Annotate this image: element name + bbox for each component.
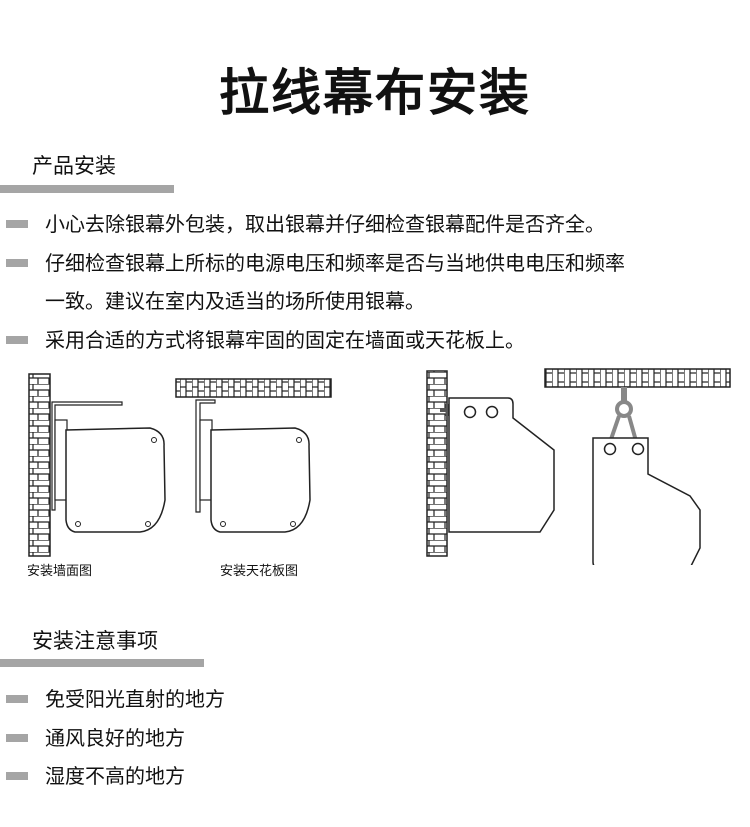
section-heading-notes: 安装注意事项: [32, 629, 158, 653]
ceiling-hook-diagram: [544, 368, 731, 565]
bullet-dash-icon: [6, 734, 28, 742]
screen-housing: [65, 427, 166, 533]
page-title: 拉线幕布安装: [219, 64, 531, 122]
bullet-dash-icon: [6, 695, 28, 703]
ceiling-mount-diagram: [175, 378, 332, 533]
wall-mount-diagram: [28, 373, 166, 557]
mounting-plate: [448, 397, 555, 533]
ceiling-brick: [175, 378, 332, 398]
wall-brick: [426, 370, 448, 557]
installation-diagram: [28, 368, 731, 565]
wall-plate-diagram: [426, 370, 555, 557]
wall-bracket: [51, 401, 123, 511]
bullet-dash-icon: [6, 772, 28, 780]
motor-block: [199, 419, 213, 501]
wall-brick: [28, 373, 51, 557]
bullet-dash-icon: [6, 259, 28, 267]
ceiling-brick: [544, 368, 731, 388]
motor-block: [54, 419, 68, 501]
section-heading-install: 产品安装: [32, 154, 116, 178]
screen-housing: [210, 427, 311, 533]
caption-wall-mount: 安装墙面图: [27, 564, 93, 579]
hanging-plate: [592, 437, 701, 565]
bullet-dash-icon: [6, 220, 28, 228]
section-underline: [0, 185, 174, 193]
section-underline: [0, 659, 204, 667]
bullet-dash-icon: [6, 336, 28, 344]
hook-ring-icon: [615, 400, 633, 418]
caption-ceiling-mount: 安装天花板图: [220, 564, 299, 579]
